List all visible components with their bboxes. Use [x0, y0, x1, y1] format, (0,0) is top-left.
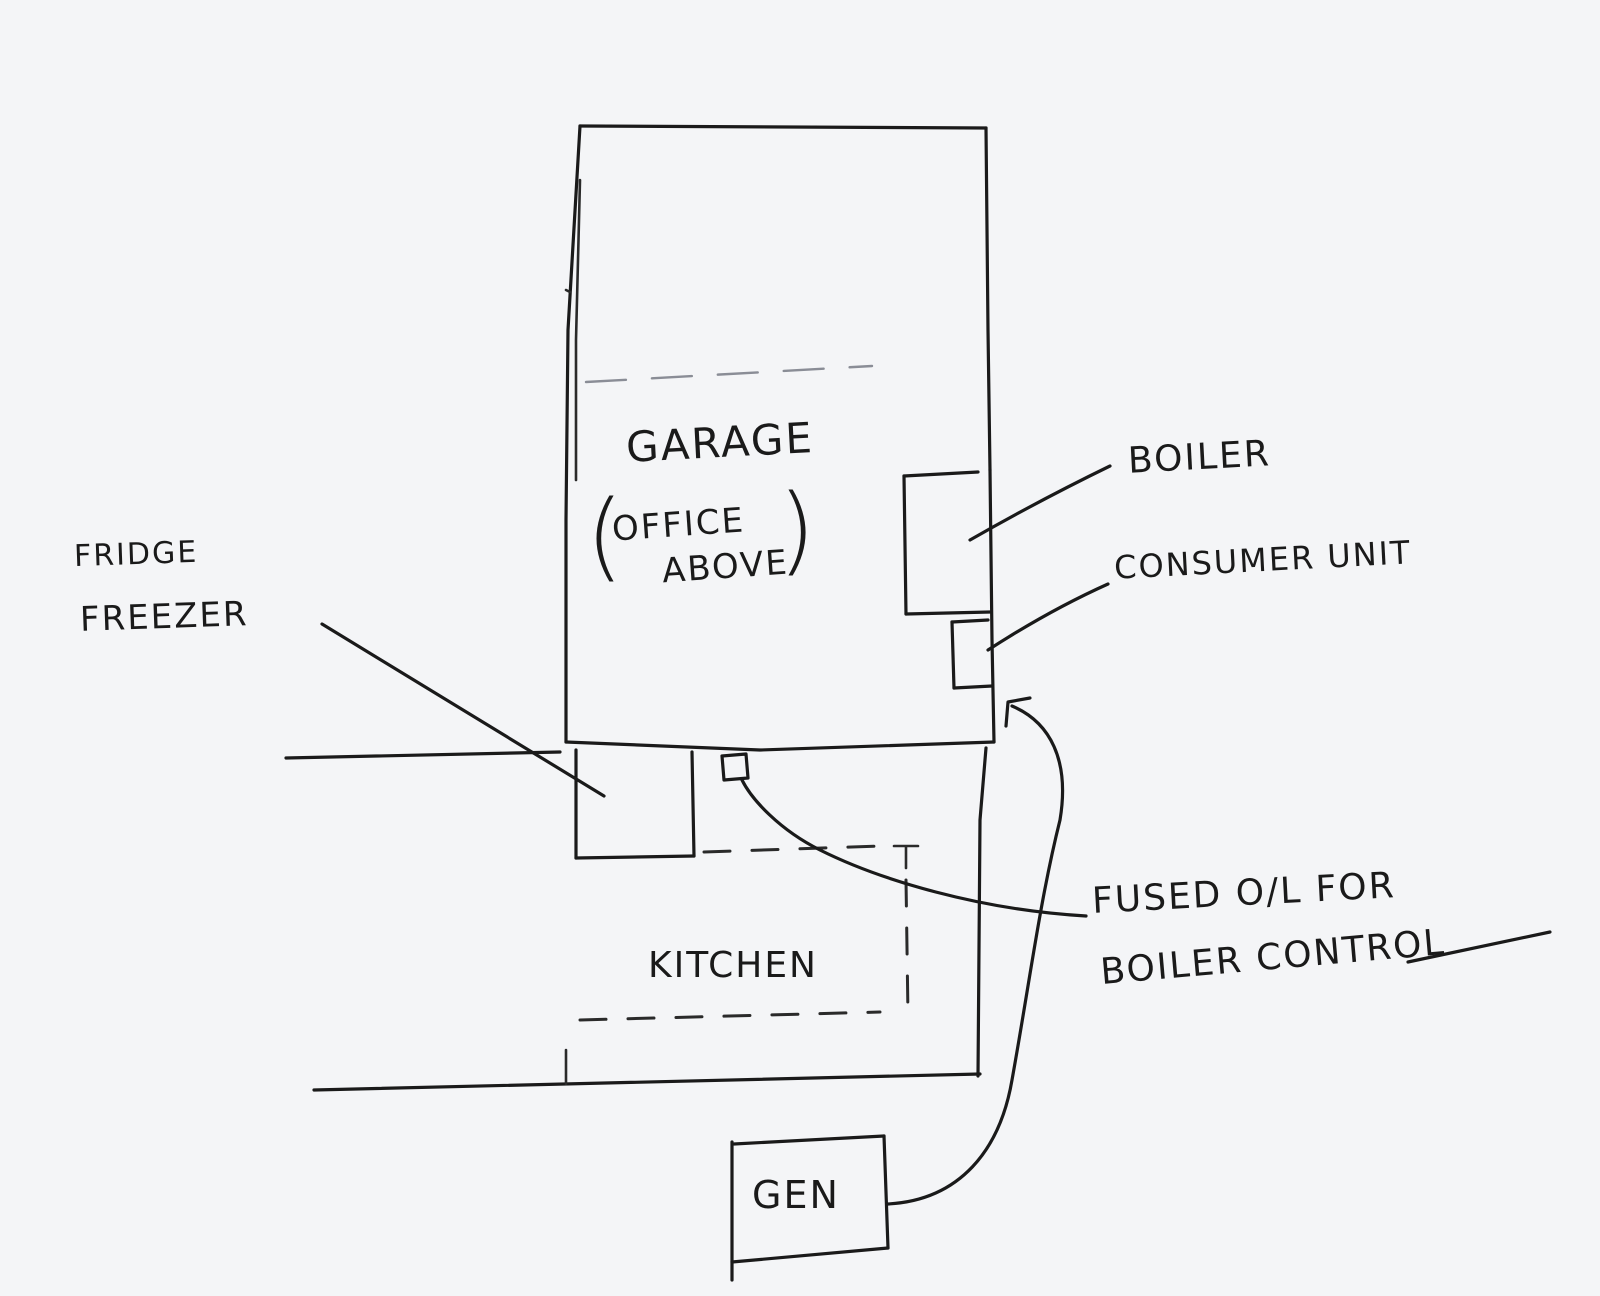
generator-label: GEN	[752, 1173, 840, 1217]
kitchen-right-wall	[976, 746, 988, 1078]
office-outline-dashed	[584, 364, 874, 384]
kitchen-dashed-top	[702, 844, 882, 854]
kitchen-dashed-right	[904, 878, 910, 1018]
fridge-label: FRIDGE	[73, 534, 199, 575]
generator-box	[730, 1134, 890, 1282]
garage-label: GARAGE	[624, 413, 815, 472]
fridge-leader	[320, 622, 606, 798]
fridge-freezer-box	[574, 748, 696, 860]
kitchen-dashed-corner	[892, 844, 920, 870]
office-paren-close: )	[778, 474, 816, 586]
fused-outlet-leader	[740, 778, 1088, 918]
boiler-control-tail	[1406, 930, 1552, 964]
office-label: OFFICE	[610, 500, 747, 550]
generator-cable	[886, 704, 1065, 1206]
fused-outlet-socket	[720, 752, 750, 782]
consumer-unit-leader	[986, 582, 1110, 652]
cable-arrowhead	[1004, 696, 1032, 728]
boiler-box	[902, 470, 992, 616]
freezer-label: FREEZER	[79, 594, 250, 640]
left-wall-line	[284, 750, 562, 760]
kitchen-dashed-bottom	[578, 1010, 882, 1022]
bottom-wall-line	[312, 1072, 982, 1092]
consumer-unit-box	[950, 618, 994, 690]
kitchen-label: KITCHEN	[648, 945, 818, 986]
boiler-label: BOILER	[1126, 433, 1272, 482]
office-above-label: ABOVE	[660, 542, 791, 592]
office-paren-open: (	[586, 480, 624, 592]
boiler-leader	[968, 464, 1112, 542]
